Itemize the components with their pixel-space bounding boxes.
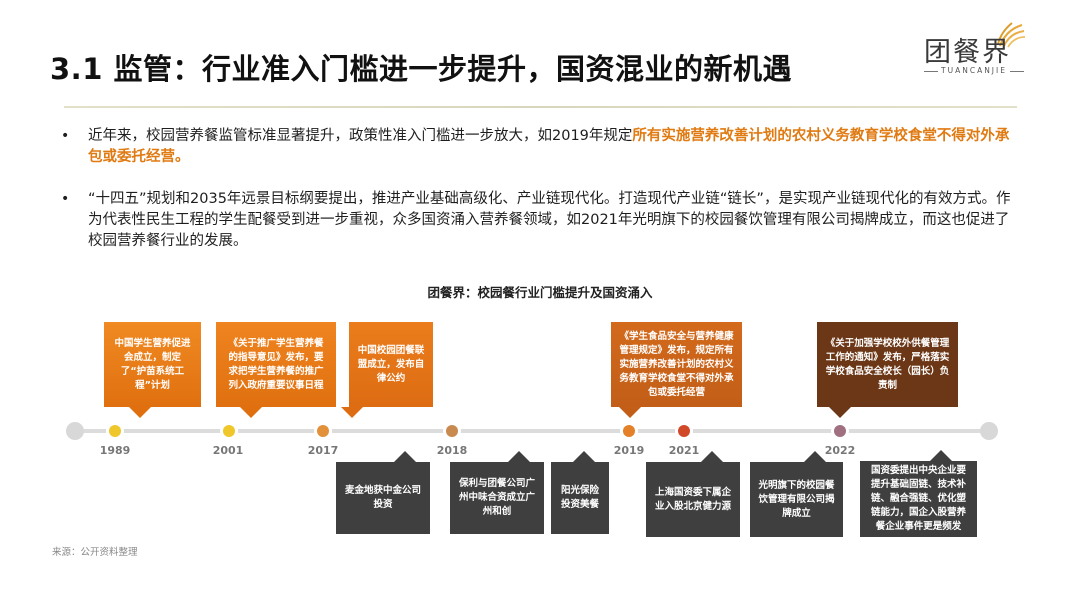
timeline-year: 1989 xyxy=(99,444,131,457)
timeline-dot-2018 xyxy=(446,425,458,437)
event-text: 中国校园团餐联盟成立，发布自律公约 xyxy=(357,344,425,384)
bullet-text: “十四五”规划和2035年远景目标纲要提出，推进产业基础高级化、产业链现代化。打… xyxy=(88,191,1011,249)
timeline-event-top: 中国学生营养促进会成立，制定了“护苗系统工程”计划 xyxy=(104,322,201,418)
timeline-event-bottom: 阳光保险投资美餐 xyxy=(551,451,609,534)
logo-text-en: TUANCANJIE xyxy=(918,66,1030,75)
wheat-icon xyxy=(997,22,1026,48)
timeline-event-top: 《关于推广学生营养餐的指导意见》发布，要求把学生营养餐的推广列入政府重要议事日程 xyxy=(216,322,336,418)
timeline-end-cap xyxy=(980,422,998,440)
slide-title: 3.1 监管：行业准入门槛进一步提升，国资混业的新机遇 xyxy=(50,52,792,86)
timeline-year: 2022 xyxy=(824,444,856,457)
bullet-item-2: • “十四五”规划和2035年远景目标纲要提出，推进产业基础高级化、产业链现代化… xyxy=(56,189,1016,252)
event-text: 阳光保险投资美餐 xyxy=(560,485,599,510)
timeline-event-bottom: 保利与团餐公司广州中味合资成立广州和创 xyxy=(450,451,544,534)
timeline-year: 2017 xyxy=(307,444,339,457)
bullet-dot-icon: • xyxy=(61,191,70,207)
timeline-dot-2001 xyxy=(223,425,235,437)
logo-text-cn: 团餐界 xyxy=(924,37,1011,68)
timeline-dot-2021 xyxy=(678,425,690,437)
timeline-year: 2019 xyxy=(613,444,645,457)
brand-logo: 团餐界 TUANCANJIE xyxy=(918,22,1030,76)
event-text: 国资委提出中央企业要提升基础固链、技术补链、融合强链、优化塑链能力，国企入股营养… xyxy=(870,465,966,532)
timeline-event-bottom: 麦金地获中金公司投资 xyxy=(336,451,430,534)
event-text: 光明旗下的校园餐饮管理有限公司揭牌成立 xyxy=(758,479,835,519)
timeline-title: 团餐界：校园餐行业门槛提升及国资涌入 xyxy=(427,285,653,300)
event-text: 《学生食品安全与营养健康管理规定》发布，规定所有实施营养改善计划的农村义务教育学… xyxy=(619,330,734,398)
event-text: 《关于加强学校校外供餐管理工作的通知》发布，严格落实学校食品安全校长（园长）负责… xyxy=(825,337,950,391)
timeline-dot-2017 xyxy=(317,425,329,437)
timeline-event-top: 《学生食品安全与营养健康管理规定》发布，规定所有实施营养改善计划的农村义务教育学… xyxy=(611,322,742,418)
timeline-event-bottom: 国资委提出中央企业要提升基础固链、技术补链、融合强链、优化塑链能力，国企入股营养… xyxy=(860,450,977,537)
timeline-event-bottom: 上海国资委下属企业入股北京健力源 xyxy=(646,451,740,537)
timeline-event-bottom: 光明旗下的校园餐饮管理有限公司揭牌成立 xyxy=(750,451,843,537)
title-divider xyxy=(64,106,1017,108)
bullet-list: • 近年来，校园营养餐监管标准显著提升，政策性准入门槛进一步放大，如2019年规… xyxy=(56,126,1016,252)
timeline-year: 2018 xyxy=(436,444,468,457)
event-text: 中国学生营养促进会成立，制定了“护苗系统工程”计划 xyxy=(114,337,191,391)
source-note: 来源：公开资料整理 xyxy=(52,547,138,558)
event-text: 麦金地获中金公司投资 xyxy=(344,485,421,510)
timeline-axis xyxy=(74,429,989,433)
timeline-event-top: 中国校园团餐联盟成立，发布自律公约 xyxy=(341,322,433,418)
timeline-year: 2001 xyxy=(212,444,244,457)
timeline-dot-1989 xyxy=(109,425,121,437)
timeline-dot-2019 xyxy=(623,425,635,437)
timeline-event-top: 《关于加强学校校外供餐管理工作的通知》发布，严格落实学校食品安全校长（园长）负责… xyxy=(817,322,958,418)
timeline-dot-2022 xyxy=(834,425,846,437)
bullet-item-1: • 近年来，校园营养餐监管标准显著提升，政策性准入门槛进一步放大，如2019年规… xyxy=(56,126,1016,168)
bullet-highlight-text: 所有实施营养改善计划的农村义务教育学校食堂不得对外承包或委托经营。 xyxy=(88,128,1010,165)
bullet-dot-icon: • xyxy=(61,128,70,144)
event-text: 上海国资委下属企业入股北京健力源 xyxy=(654,486,731,512)
bullet-text: 近年来，校园营养餐监管标准显著提升，政策性准入门槛进一步放大，如2019年规定 xyxy=(88,128,633,144)
timeline-year: 2021 xyxy=(668,444,700,457)
event-text: 保利与团餐公司广州中味合资成立广州和创 xyxy=(458,478,535,517)
timeline-start-cap xyxy=(66,422,84,440)
event-text: 《关于推广学生营养餐的指导意见》发布，要求把学生营养餐的推广列入政府重要议事日程 xyxy=(228,337,324,391)
